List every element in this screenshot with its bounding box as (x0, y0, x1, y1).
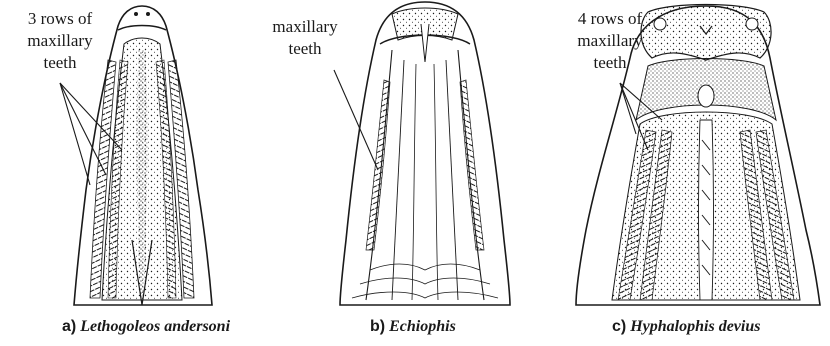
caption-b-taxon: Echiophis (389, 318, 456, 335)
annotation-c-line-3: teeth (560, 52, 660, 74)
caption-c-taxon: Hyphalophis devius (630, 318, 760, 335)
panel-b-drawing (334, 2, 510, 305)
annotation-c: 4 rows of maxillary teeth (560, 8, 660, 74)
annotation-b-line-2: teeth (250, 38, 360, 60)
annotation-b: maxillary teeth (250, 16, 360, 60)
annotation-a-line-1: 3 rows of (4, 8, 116, 30)
caption-c-letter: c) (612, 318, 626, 335)
annotation-b-line-1: maxillary (250, 16, 360, 38)
annotation-c-line-1: 4 rows of (560, 8, 660, 30)
caption-b-letter: b) (370, 318, 385, 335)
annotation-a-line-3: teeth (4, 52, 116, 74)
annotation-c-line-2: maxillary (560, 30, 660, 52)
caption-a-taxon: Lethogoleos andersoni (80, 318, 230, 335)
caption-a-letter: a) (62, 318, 76, 335)
caption-c: c) Hyphalophis devius (612, 318, 760, 336)
annotation-a-line-2: maxillary (4, 30, 116, 52)
annotation-a: 3 rows of maxillary teeth (4, 8, 116, 74)
caption-b: b) Echiophis (370, 318, 456, 336)
caption-a: a) Lethogoleos andersoni (62, 318, 230, 336)
